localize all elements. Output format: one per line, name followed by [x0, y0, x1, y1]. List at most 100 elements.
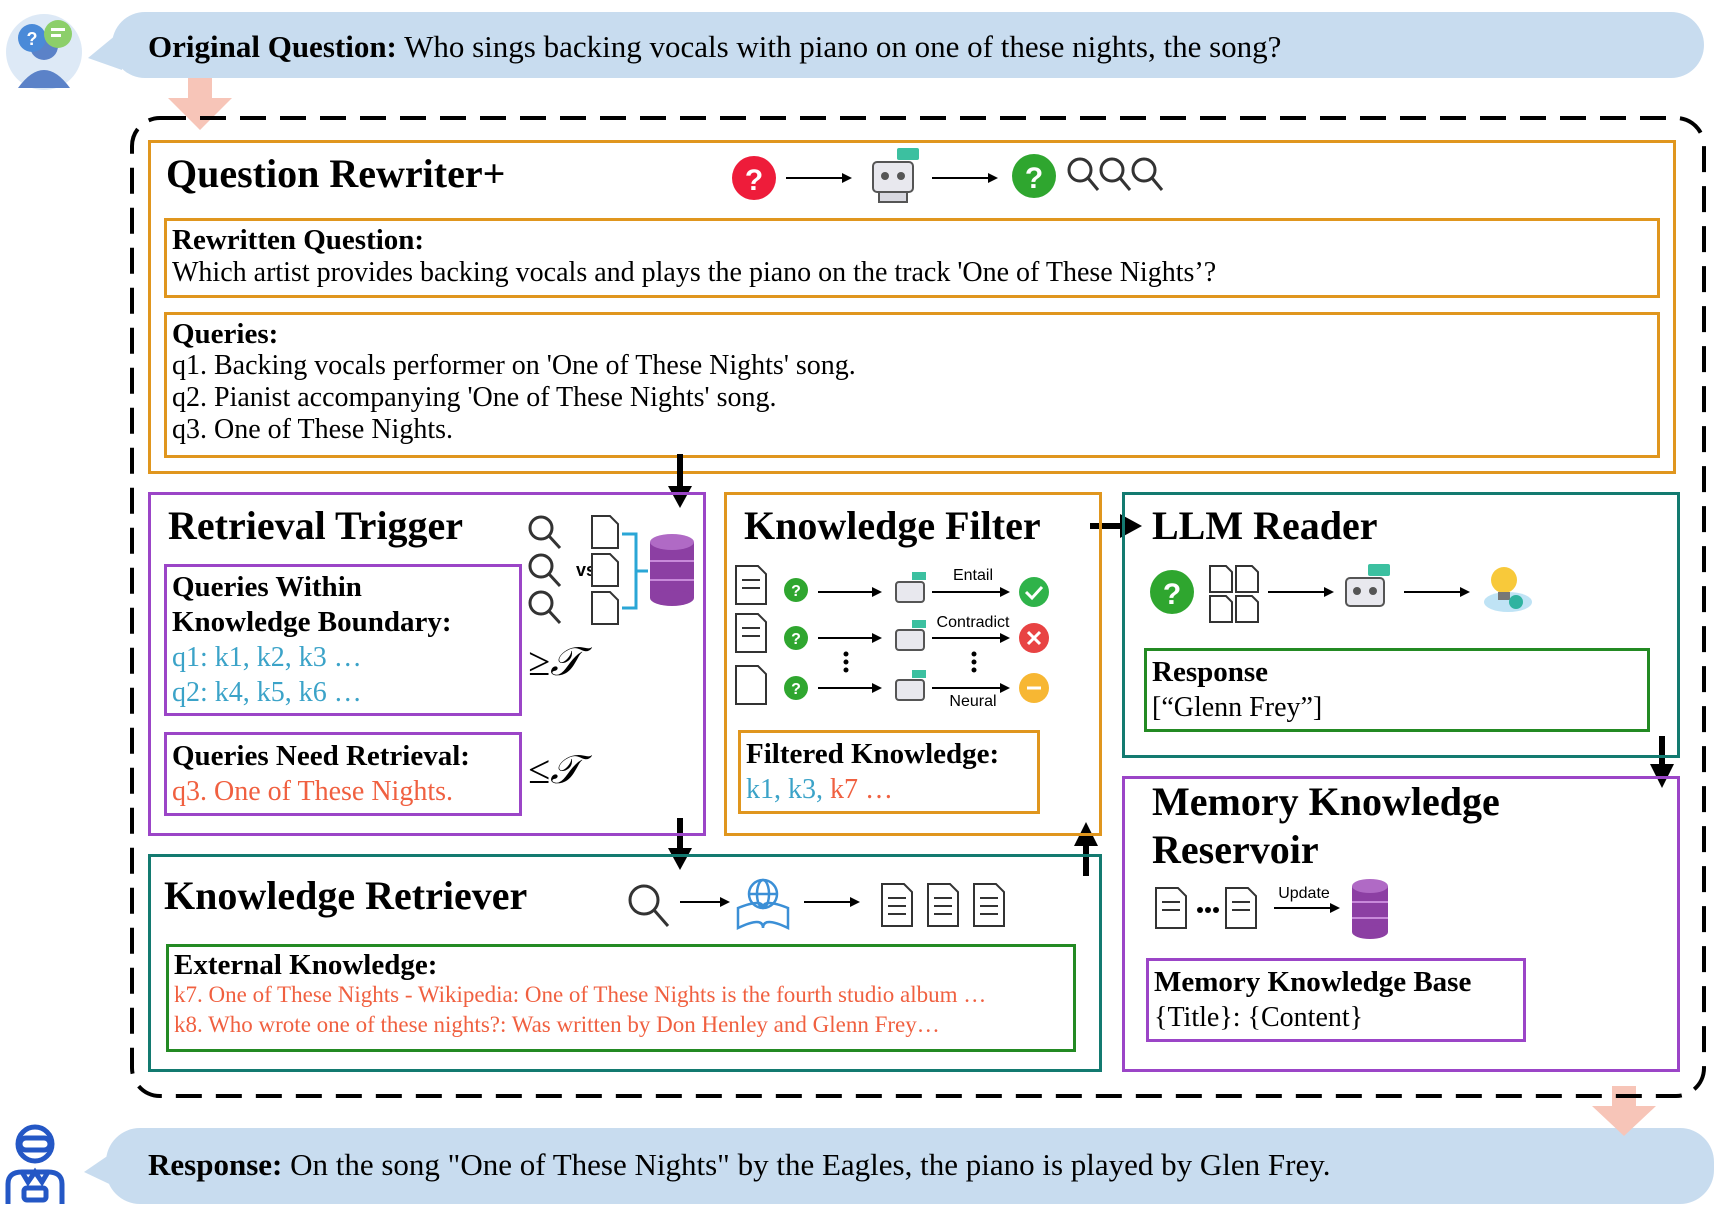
svg-text:?: ? [27, 29, 38, 49]
queries-within-label-2: Knowledge Boundary: [172, 606, 452, 638]
filtered-k7: k7 … [830, 774, 893, 805]
external-knowledge: External Knowledge: k7. One of These Nig… [174, 950, 986, 1040]
memory-reservoir-title: Memory Knowledge Reservoir [1152, 778, 1500, 874]
filtered-knowledge: Filtered Knowledge: k1, k3, k7 … [746, 736, 999, 808]
svg-text:?: ? [791, 631, 801, 648]
original-question-text: Who sings backing vocals with piano on o… [404, 29, 1282, 64]
knowledge-filter-title: Knowledge Filter [744, 503, 1041, 548]
need-item: q3. One of These Nights. [172, 776, 453, 807]
robot-icon [872, 148, 919, 203]
filtered-knowledge-label: Filtered Knowledge: [746, 738, 1000, 770]
neutral-icon [1019, 673, 1049, 703]
rewritten-question-text: Which artist provides backing vocals and… [172, 257, 1217, 288]
llm-reader-panel [1122, 492, 1680, 758]
external-knowledge-box [166, 944, 1076, 1052]
question-mark-icon: ? ? ? [784, 578, 808, 700]
memory-title-2: Reservoir [1152, 827, 1319, 872]
queries-need-label: Queries Need Retrieval: [172, 740, 470, 772]
queries-within-label-1: Queries Within [172, 571, 362, 603]
globe-book-icon [736, 878, 790, 930]
rewritten-question-label: Rewritten Question: [172, 224, 425, 256]
within-item: q1: k1, k2, k3 … [172, 642, 362, 673]
original-question: Original Question: Who sings backing voc… [148, 29, 1281, 65]
within-item: q2: k4, k5, k6 … [172, 677, 362, 708]
retrieval-trigger-panel [148, 492, 706, 836]
queries-box [164, 312, 1660, 458]
neural-label: Neural [949, 693, 996, 710]
svg-text:?: ? [791, 681, 801, 698]
check-icon [1019, 577, 1049, 607]
reader-response: Response [“Glenn Frey”] [1152, 654, 1322, 726]
user-question-icon: ? [6, 14, 82, 90]
svg-text:?: ? [1025, 162, 1043, 195]
memory-base: Memory Knowledge Base {Title}: {Content} [1154, 964, 1471, 1036]
knowledge-retriever-panel [148, 854, 1102, 1072]
cross-icon [1019, 623, 1049, 653]
knowledge-retriever-title: Knowledge Retriever [164, 873, 528, 918]
database-icon [1352, 879, 1388, 939]
queries-need: Queries Need Retrieval: q3. One of These… [172, 738, 470, 810]
memory-title-1: Memory Knowledge [1152, 779, 1500, 824]
response: Response: On the song "One of These Nigh… [148, 1147, 1330, 1183]
external-knowledge-label: External Knowledge: [174, 949, 438, 981]
filtered-k3: k3, [788, 774, 823, 805]
svg-text:?: ? [1163, 578, 1181, 611]
threshold-leq: ≤𝒯 [528, 747, 581, 792]
filtered-knowledge-items: k1, k3, k7 … [746, 772, 999, 808]
document-icon [1155, 887, 1257, 929]
question-mark-icon: ? [732, 156, 776, 200]
magnifier-chart-icon [1067, 157, 1164, 191]
question-mark-icon: ? [1012, 154, 1056, 198]
external-item: k7. One of These Nights - Wikipedia: One… [174, 982, 987, 1007]
memory-base-label: Memory Knowledge Base [1154, 966, 1472, 998]
memory-base-value: {Title}: {Content} [1154, 1002, 1364, 1033]
rewritten-question: Rewritten Question: Which artist provide… [172, 224, 1216, 289]
threshold-geq: ≥𝒯 [528, 639, 581, 684]
contradict-label: Contradict [937, 614, 1010, 631]
original-question-label: Original Question: [148, 29, 397, 64]
lightbulb-icon [1484, 567, 1532, 612]
reader-response-box [1144, 648, 1650, 732]
robot-user-icon [5, 1124, 65, 1204]
response-bubble [106, 1128, 1714, 1204]
retrieval-trigger-title: Retrieval Trigger [168, 503, 464, 548]
question-mark-icon: ? [1150, 570, 1194, 614]
original-question-bubble [112, 12, 1704, 78]
external-item: k8. Who wrote one of these nights?: Was … [174, 1012, 940, 1037]
robot-icon [895, 581, 925, 701]
filtered-k1: k1, [746, 774, 781, 805]
document-icon [1209, 565, 1259, 623]
document-icon [881, 883, 1005, 927]
reader-response-value: [“Glenn Frey”] [1152, 692, 1323, 723]
queries: Queries: q1. Backing vocals performer on… [172, 318, 856, 446]
response-label: Response: [148, 1147, 283, 1182]
svg-text:?: ? [791, 583, 801, 600]
memory-base-box [1146, 958, 1526, 1042]
question-rewriter-title: Question Rewriter+ [166, 151, 506, 196]
query-item: q2. Pianist accompanying 'One of These N… [172, 382, 777, 413]
query-item: q1. Backing vocals performer on 'One of … [172, 350, 856, 381]
document-icon [591, 515, 619, 625]
knowledge-filter-panel [724, 492, 1102, 836]
entail-label: Entail [953, 567, 993, 584]
query-item: q3. One of These Nights. [172, 414, 453, 445]
llm-reader-title: LLM Reader [1152, 503, 1378, 548]
robot-icon [1345, 564, 1390, 607]
filtered-knowledge-box [738, 730, 1040, 814]
update-label: Update [1278, 885, 1330, 902]
queries-label: Queries: [172, 318, 279, 350]
response-text: On the song "One of These Nights" by the… [290, 1147, 1331, 1182]
reader-response-label: Response [1152, 656, 1269, 688]
document-icon [735, 565, 767, 705]
database-icon [650, 534, 694, 606]
